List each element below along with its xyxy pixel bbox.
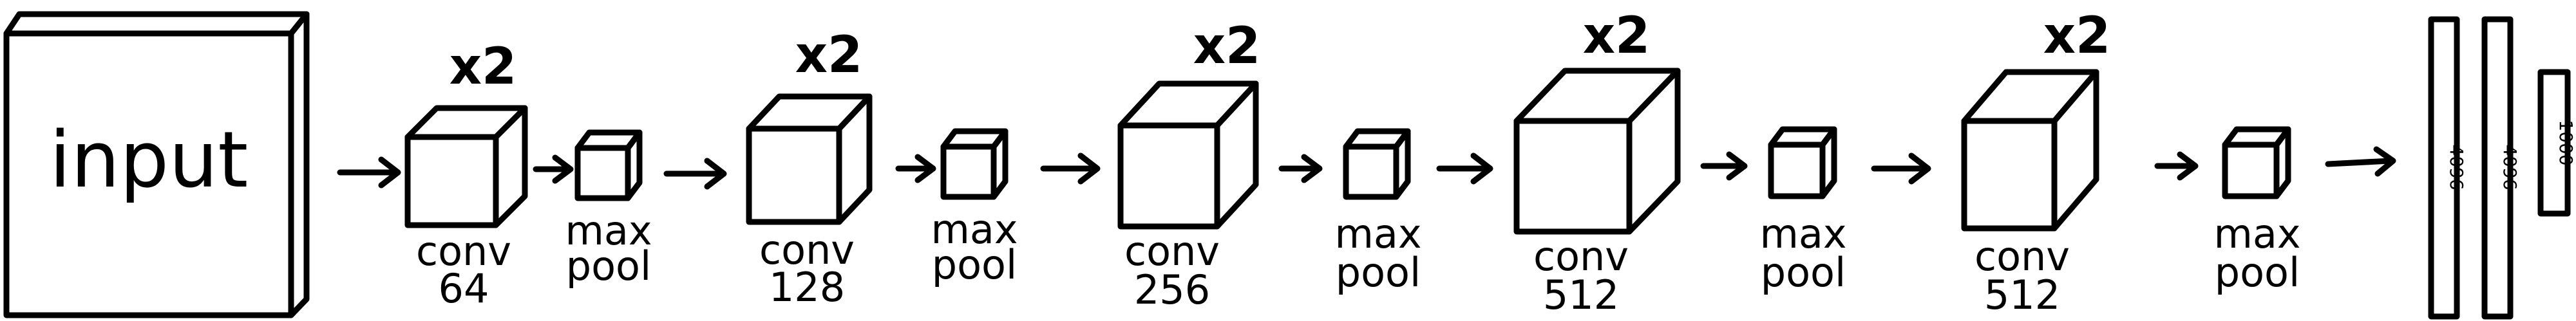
pool-cube-side — [1393, 128, 1411, 200]
fc-layer-1: 4096 — [2428, 16, 2467, 320]
arrow — [2325, 146, 2396, 177]
pool-label-pool: pool — [566, 243, 651, 289]
conv-cube-side — [1214, 80, 1259, 230]
conv-label: conv — [1975, 233, 2070, 280]
pool-label-pool: pool — [932, 241, 1017, 288]
pool-label-max: max — [1334, 210, 1421, 257]
filter-count: 64 — [439, 265, 489, 312]
pool-label-max: max — [2213, 210, 2300, 257]
maxpool-block-2: max pool — [931, 128, 1018, 288]
conv-cube-side — [836, 93, 873, 225]
pool-cube-side — [1819, 126, 1837, 199]
pool-cube-front — [1343, 143, 1399, 200]
pool-label-max: max — [931, 206, 1018, 253]
conv-cube-side — [2051, 69, 2099, 232]
arrow — [337, 156, 401, 188]
pool-label-max: max — [1759, 210, 1846, 257]
pool-label-pool: pool — [1336, 249, 1421, 296]
fc-layer-2: 4096 — [2481, 16, 2521, 320]
repeat-label: x2 — [2043, 7, 2111, 65]
repeat-label: x2 — [795, 26, 863, 84]
arrow — [1871, 152, 1931, 185]
conv-block-2: x2 conv 128 — [746, 26, 873, 311]
arrow — [533, 154, 574, 184]
repeat-label: x2 — [1583, 7, 1651, 65]
conv-block-3: x2 conv 256 — [1117, 17, 1261, 313]
input-block: input — [3, 11, 310, 318]
arrow — [1278, 154, 1323, 183]
conv-label: conv — [1533, 233, 1629, 280]
filter-count: 128 — [769, 264, 845, 311]
pool-cube-front — [1768, 142, 1826, 199]
arrow — [1040, 152, 1101, 185]
fc-layer-3: 1000 — [2537, 69, 2576, 217]
conv-block-4: x2 conv 512 — [1513, 7, 1681, 318]
conv-cube-front — [746, 125, 842, 225]
conv-cube-side — [1626, 68, 1681, 235]
fc-size-label: 4096 — [2446, 144, 2467, 190]
conv-cube-front — [1117, 122, 1220, 230]
fc-size-label: 1000 — [2555, 120, 2576, 165]
conv-block-1: x2 conv 64 — [404, 38, 528, 312]
pool-cube-front — [574, 145, 631, 201]
filter-count: 256 — [1134, 266, 1210, 313]
conv-cube-side — [493, 105, 528, 228]
conv-cube-front — [404, 134, 499, 228]
maxpool-block-5: max pool — [2213, 126, 2301, 296]
pool-cube-side — [2273, 126, 2291, 199]
pool-cube-front — [2222, 142, 2280, 199]
pool-label-pool: pool — [1761, 249, 1846, 296]
conv-cube-front — [1513, 118, 1633, 235]
conv-label: conv — [1124, 228, 1220, 275]
arrow — [895, 154, 936, 183]
conv-cube-front — [1961, 118, 2058, 232]
pool-label-max: max — [565, 207, 652, 254]
fc-bar — [2537, 69, 2571, 217]
maxpool-block-4: max pool — [1759, 126, 1847, 296]
fc-size-label: 4096 — [2499, 144, 2521, 190]
pool-cube-front — [940, 143, 997, 200]
pool-cube-side — [625, 129, 643, 201]
arrow — [1700, 151, 1748, 181]
maxpool-block-1: max pool — [565, 129, 652, 289]
arrow — [1436, 152, 1493, 185]
arrow — [2154, 151, 2199, 181]
pool-label-pool: pool — [2215, 249, 2300, 296]
conv-block-5: x2 conv 512 — [1961, 7, 2111, 318]
fc-bar — [2481, 16, 2514, 320]
conv-label: conv — [416, 228, 511, 275]
repeat-label: x2 — [450, 38, 517, 96]
pool-cube-side — [990, 128, 1009, 200]
maxpool-block-3: max pool — [1334, 128, 1422, 296]
filter-count: 512 — [1984, 271, 2060, 318]
filter-count: 512 — [1543, 271, 1619, 318]
repeat-label: x2 — [1193, 17, 1261, 75]
input-side — [288, 11, 310, 318]
fc-bar — [2428, 16, 2460, 320]
input-label: input — [50, 116, 249, 205]
arrow — [663, 158, 727, 190]
conv-label: conv — [759, 226, 855, 273]
